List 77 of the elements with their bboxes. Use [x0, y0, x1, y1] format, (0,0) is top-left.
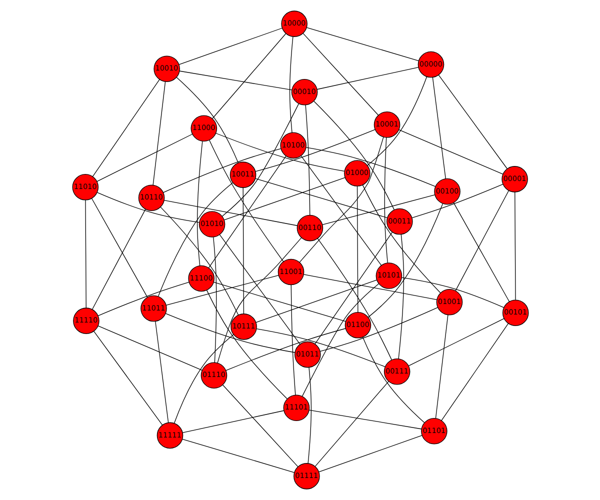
connector: [307, 367, 312, 464]
connector: [216, 237, 302, 364]
connector: [176, 77, 238, 164]
connector: [152, 81, 166, 186]
connector: [288, 36, 293, 133]
connector: [218, 234, 300, 345]
connector: [206, 290, 287, 400]
connector: [84, 200, 86, 308]
connector: [96, 134, 192, 182]
connector: [97, 326, 202, 371]
connector: [91, 208, 146, 310]
connector: [302, 32, 378, 116]
connector: [90, 198, 148, 298]
connector: [165, 274, 278, 306]
connector: [362, 184, 440, 294]
connector: [314, 232, 392, 344]
connector: [208, 156, 286, 268]
connector: [225, 328, 346, 371]
connector: [92, 330, 162, 426]
connector: [384, 137, 388, 264]
connector: [356, 186, 358, 313]
connector: [212, 236, 216, 363]
connector: [162, 148, 281, 193]
connector: [298, 136, 384, 263]
connector: [154, 321, 168, 424]
connector: [255, 280, 377, 323]
connector: [438, 74, 507, 170]
connector: [290, 284, 296, 396]
connector: [222, 384, 298, 467]
connector: [160, 206, 238, 316]
connector: [304, 104, 310, 216]
connector: [452, 202, 510, 302]
connector: [434, 314, 448, 419]
connector: [208, 140, 284, 262]
connector: [182, 410, 284, 434]
connector: [514, 192, 516, 300]
connector: [164, 313, 295, 353]
connector: [454, 190, 509, 292]
connector: [196, 141, 202, 266]
connector: [301, 283, 379, 397]
connector: [362, 336, 424, 423]
connector: [318, 435, 422, 472]
connector: [319, 307, 438, 352]
connector: [411, 184, 503, 218]
connector: [254, 178, 388, 218]
connector: [312, 100, 394, 210]
connector: [212, 282, 346, 322]
connector: [254, 129, 375, 172]
connector: [157, 182, 233, 297]
connector: [163, 200, 298, 226]
connector: [178, 70, 292, 90]
connector: [322, 194, 435, 226]
connector: [306, 27, 418, 62]
connector: [92, 79, 160, 177]
connector: [302, 274, 437, 300]
connector: [316, 66, 418, 90]
connector: [398, 129, 503, 174]
connector: [173, 334, 234, 424]
connector: [440, 323, 508, 421]
connector: [367, 203, 443, 318]
connector: [408, 318, 504, 366]
connector: [366, 76, 427, 166]
connector: [178, 28, 282, 65]
connector: [221, 103, 299, 217]
connector: [182, 438, 294, 473]
connector: [314, 381, 388, 467]
connector: [212, 33, 286, 119]
connector: [96, 192, 199, 223]
connector: [300, 156, 382, 266]
connector: [398, 234, 404, 360]
connector: [308, 410, 422, 430]
connector: [97, 282, 189, 316]
connector: [242, 187, 244, 314]
connector: [432, 77, 446, 180]
connector: [223, 177, 345, 220]
connector: [401, 277, 504, 308]
connector: [316, 238, 392, 360]
